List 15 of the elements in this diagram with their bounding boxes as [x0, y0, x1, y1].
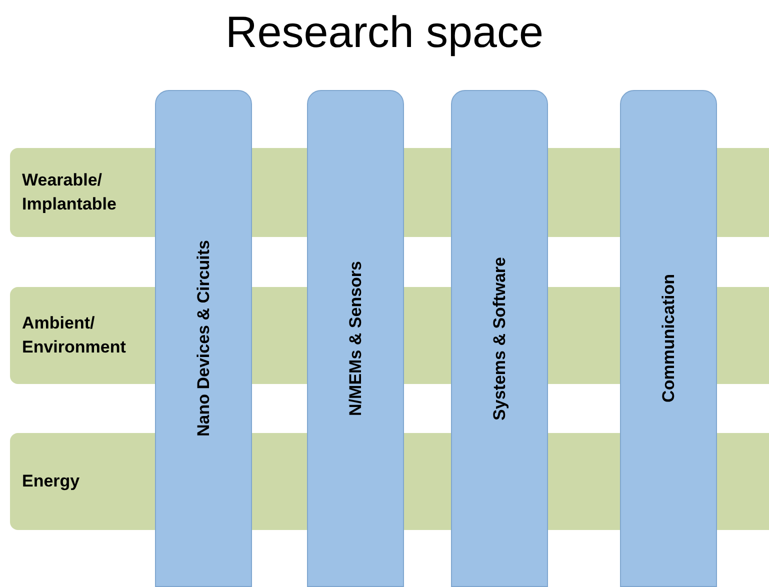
row-label: Wearable/ Implantable: [22, 168, 118, 216]
row-band: [10, 433, 155, 530]
column-band: [620, 90, 717, 587]
column-band: [155, 90, 252, 587]
row-band: [10, 148, 155, 237]
column-label: Systems & Software: [490, 256, 510, 420]
row-label: Ambient/ Environment: [22, 312, 127, 358]
diagram-title: Research space: [224, 8, 544, 58]
column-label: Nano Devices & Circuits: [194, 240, 214, 437]
row-label: Energy: [22, 470, 81, 492]
column-label: Communication: [658, 274, 678, 403]
column-band: [307, 90, 404, 587]
column-label: N/MEMs & Sensors: [346, 261, 366, 416]
row-band: [10, 287, 155, 384]
column-band: [451, 90, 548, 587]
